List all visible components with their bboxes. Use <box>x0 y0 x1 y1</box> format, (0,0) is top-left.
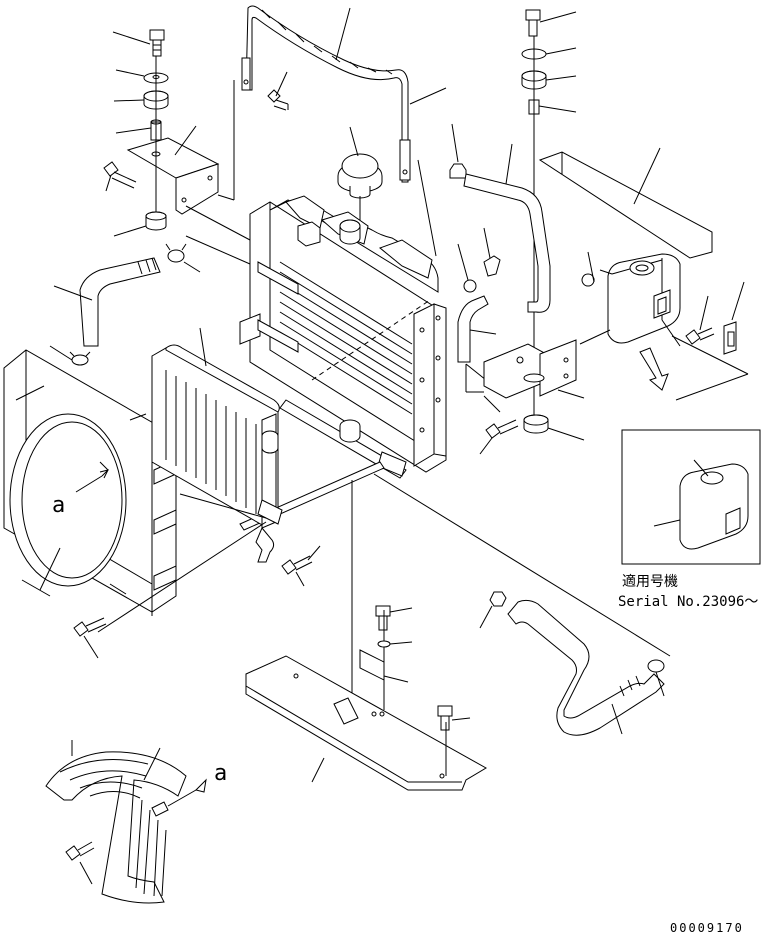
view-marker-label-1: a <box>52 493 65 518</box>
right-side-plate <box>413 303 435 467</box>
overflow-hose <box>449 123 595 313</box>
bolt-1 <box>149 29 165 57</box>
inset-label-ja: 適用号機 <box>622 573 678 590</box>
under-cover-bolts <box>375 605 471 731</box>
right-hardware-stack <box>521 9 577 420</box>
shroud-ring <box>9 413 127 587</box>
inset-box <box>621 429 761 565</box>
drawing-number: 00009170 <box>670 921 744 935</box>
bolt-r1 <box>525 9 541 37</box>
cover-plate <box>245 655 487 791</box>
radiator-stay-rod <box>241 5 447 257</box>
radiator-core <box>239 195 671 700</box>
reserve-tank <box>579 253 749 401</box>
view-marker-label-2: a <box>214 761 227 786</box>
inset-frame <box>621 429 761 565</box>
view-a-detail <box>45 740 207 904</box>
lower-hose <box>479 591 665 736</box>
stay-end-upper <box>399 139 411 181</box>
upper-hose-left <box>49 235 251 366</box>
leader-bolt-1 <box>112 31 151 45</box>
rubber-strip <box>538 147 713 259</box>
radiator-cap <box>337 126 383 222</box>
stay-end-lower <box>241 57 251 91</box>
shroud-bolts <box>73 545 321 659</box>
under-cover <box>245 610 487 791</box>
left-bracket-assembly <box>103 29 251 241</box>
cushion-2 <box>145 211 167 231</box>
stay-bolt <box>267 71 289 111</box>
bolt-2 <box>103 161 137 189</box>
lower-hose-body <box>507 599 665 736</box>
stay-rod <box>245 5 409 183</box>
radiator-right-parts <box>457 227 585 455</box>
aftercooler <box>97 327 283 633</box>
inset-label-serial: Serial No.23096～ <box>618 594 758 610</box>
fan-shroud <box>3 349 177 616</box>
